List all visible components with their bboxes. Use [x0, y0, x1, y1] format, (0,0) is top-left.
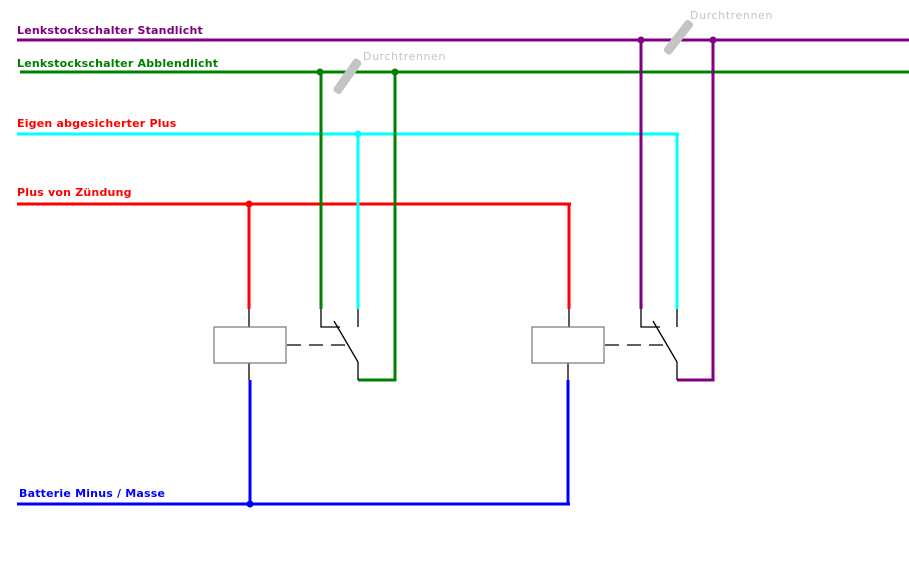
switch1-out-wire	[358, 72, 397, 382]
label-zuendung: Plus von Zündung	[17, 186, 132, 199]
label-eigen-plus: Eigen abgesicherter Plus	[17, 117, 177, 130]
junction-dots	[245, 36, 717, 508]
cut-mark-1	[333, 58, 362, 95]
label-cut-1: Durchtrennen	[363, 50, 446, 63]
relay-1	[213, 309, 359, 380]
relay-2	[531, 309, 678, 380]
label-cut-2: Durchtrennen	[690, 9, 773, 22]
cut-mark-2	[663, 19, 694, 55]
label-abblendlicht: Lenkstockschalter Abblendlicht	[17, 57, 219, 70]
label-standlicht: Lenkstockschalter Standlicht	[17, 24, 203, 37]
switch2-out-wire	[677, 40, 715, 382]
label-masse: Batterie Minus / Masse	[19, 487, 166, 500]
